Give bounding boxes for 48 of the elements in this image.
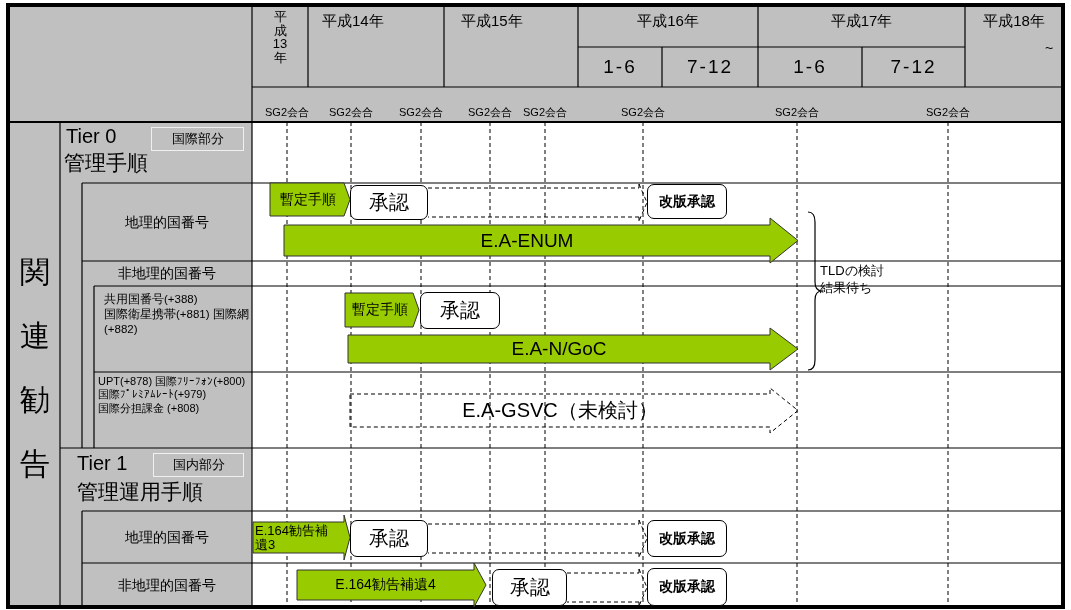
meeting-label: SG2会合 (620, 106, 666, 120)
rounded-box: 改版承認 (647, 520, 727, 557)
rounded-box: 承認 (350, 520, 428, 557)
tier-title: Tier 1 (77, 451, 129, 475)
year-header: 平成13年 (271, 10, 289, 65)
year-header: 平成15年 (461, 12, 524, 30)
row-title: 関連勧告 (19, 254, 51, 482)
meeting-label: SG2会合 (264, 106, 310, 120)
rounded-box: 改版承認 (647, 184, 727, 219)
meeting-label: SG2会合 (925, 106, 971, 120)
year-header: 平成18年 (982, 12, 1046, 30)
year-header: 平成16年 (636, 12, 700, 30)
note-text: TLDの検討結果待ち (820, 263, 885, 297)
dashed-task-bar: E.A-GSVC（未検討） (350, 388, 798, 433)
year-header: 平成14年 (322, 12, 385, 30)
task-bar: E.164勧告補遺3 (253, 515, 350, 560)
meeting-label: SG2会合 (774, 106, 820, 120)
number-list: 共用国番号(+388) 国際衛星携帯(+881) 国際網(+882) (104, 292, 252, 337)
task-bar: 暫定手順 (345, 293, 419, 327)
tier-title: Tier 0 (66, 124, 118, 148)
rounded-box: 承認 (350, 185, 428, 220)
year-header: 平成17年 (829, 12, 894, 30)
rounded-box: 承認 (492, 569, 567, 606)
rounded-box: 承認 (420, 292, 500, 329)
half-year-header: 7-12 (686, 56, 734, 79)
dashed-block-arrow (427, 519, 648, 558)
dashed-block-arrow (566, 568, 648, 607)
dashed-block-arrow (427, 183, 648, 222)
meeting-label: SG2会合 (328, 106, 374, 120)
half-year-header: 1-6 (792, 56, 828, 79)
meeting-label: SG2会合 (522, 106, 568, 120)
row-header-text: 地理的国番号 (124, 212, 210, 232)
meeting-label: SG2会合 (467, 106, 513, 120)
section-tag: 国際部分 (151, 127, 244, 151)
row-header-text: 地理的国番号 (124, 527, 210, 547)
tier-title: 管理運用手順 (77, 479, 204, 505)
meeting-label: SG2会合 (398, 106, 444, 120)
row-header-text: 非地理的国番号 (117, 575, 217, 595)
number-list: UPT(+878) 国際ﾌﾘｰﾌｫﾝ(+800) 国際ﾌﾟﾚﾐｱﾑﾚｰﾄ(+979) 国際分担課金 (+808) (98, 375, 252, 416)
task-bar: 暫定手順 (270, 183, 350, 216)
task-bar: E.164勧告補遺4 (297, 563, 486, 607)
section-tag: 国内部分 (153, 453, 244, 477)
tier-title: 管理手順 (64, 150, 149, 176)
half-year-header: 1-6 (602, 56, 638, 79)
half-year-header: 7-12 (889, 56, 938, 79)
row-header-text: 非地理的国番号 (117, 264, 217, 284)
rounded-box: 改版承認 (647, 568, 727, 606)
year-header: ~ (1043, 40, 1055, 57)
